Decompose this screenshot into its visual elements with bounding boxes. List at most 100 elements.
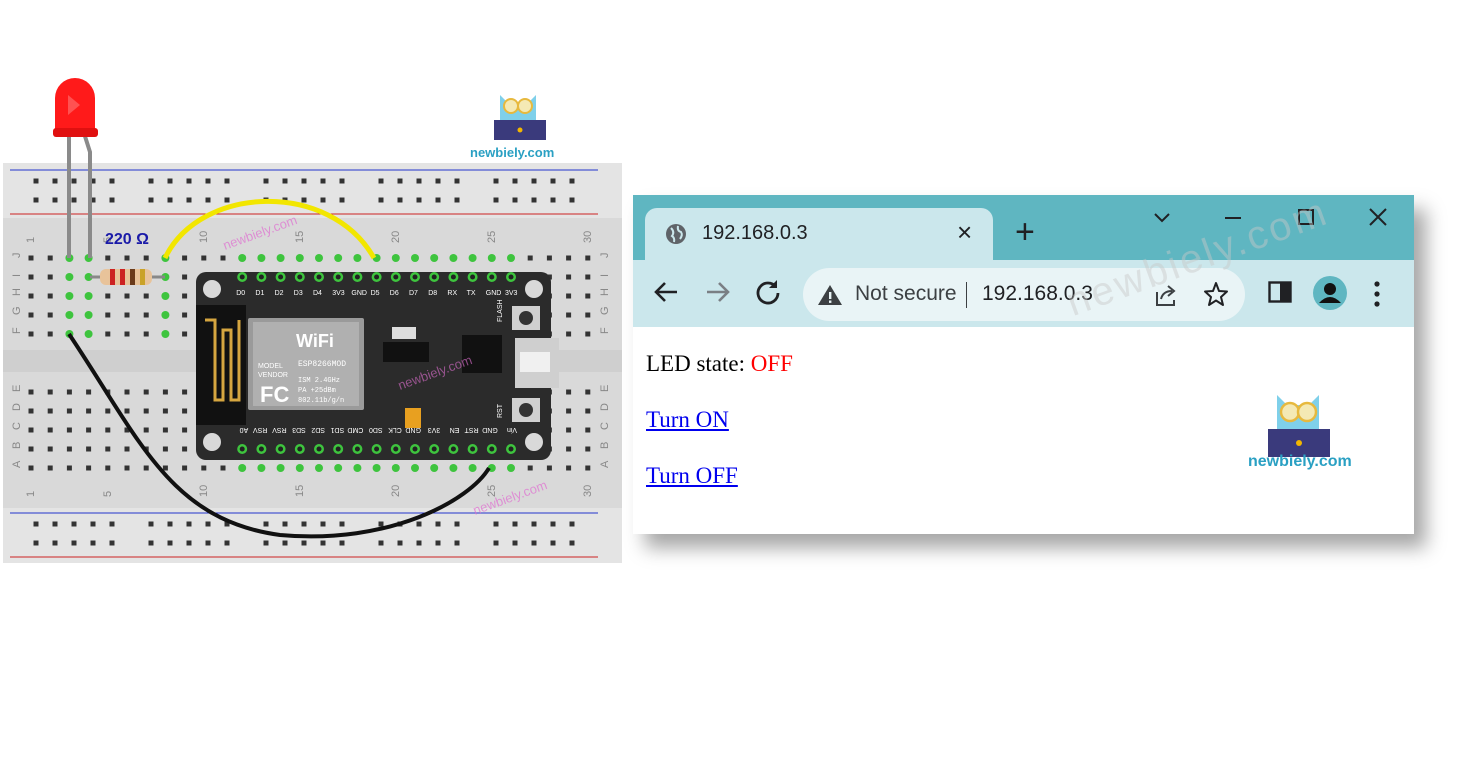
row-letter: G [599,306,611,315]
board-pin-top-center [374,274,380,280]
connected-hole [84,292,93,300]
forward-icon[interactable] [703,277,733,307]
rail-hole [339,178,345,184]
esp8266-board: WiFi ESP8266MOD ISM 2.4GHz PA +25dBm 802… [196,254,559,472]
breadboard-hole [47,427,53,433]
minimize-icon[interactable] [1223,203,1243,239]
breadboard-hole [143,389,149,395]
board-pin-top-center [393,274,399,280]
connected-hole [295,254,304,262]
row-letter: C [599,422,611,430]
board-pin-bottom-center [316,446,322,452]
column-number: 1 [25,237,37,243]
menu-icon[interactable] [1373,280,1381,308]
rail-hole [378,540,384,546]
column-number: 5 [102,237,114,243]
breadboard-hole [28,427,34,433]
rail-hole [569,197,575,203]
security-label[interactable]: Not secure [855,282,957,305]
rail-hole [205,197,211,203]
breadboard-hole [28,389,34,395]
breadboard-hole [28,446,34,452]
connected-hole [391,464,400,472]
breadboard-hole [124,255,130,261]
board-pin-bottom-center [335,446,341,452]
board-pin-bottom-center [258,446,264,452]
close-window-icon[interactable] [1368,203,1388,239]
rail-hole [550,540,556,546]
rail-hole [416,178,422,184]
rail-hole [148,197,154,203]
connected-hole [449,254,458,262]
rail-hole [320,178,326,184]
connected-hole [84,311,93,319]
breadboard-hole [124,465,130,471]
rail-hole [167,521,173,527]
board-pin-top-center [470,274,476,280]
rail-hole [512,197,518,203]
tab-search-icon[interactable] [1153,203,1171,239]
breadboard-hole [143,331,149,337]
row-letter: J [599,253,611,259]
address-bar[interactable]: Not secure 192.168.0.3 [803,268,1245,321]
connected-hole [257,464,266,472]
pin-label: GND [405,426,421,433]
rail-hole [263,178,269,184]
share-icon[interactable] [1153,282,1179,308]
led-state-value: OFF [750,351,793,376]
board-pin-top-center [508,274,514,280]
breadboard-hole [182,427,188,433]
rail-hole [33,178,39,184]
rail-hole [71,178,77,184]
breadboard-hole [546,465,552,471]
back-icon[interactable] [651,277,681,307]
rail-hole [435,197,441,203]
rail-hole [71,521,77,527]
browser-window: 192.168.0.3 × + [633,195,1414,534]
rail-hole [569,178,575,184]
board-pin-bottom-center [412,446,418,452]
new-tab-button[interactable]: + [1015,213,1035,251]
connected-hole [411,464,419,472]
breadboard-hole [66,446,72,452]
side-panel-icon[interactable] [1268,281,1292,303]
warning-icon[interactable] [817,283,843,307]
rail-hole [52,521,58,527]
svg-text:FLASH: FLASH [497,299,504,322]
row-letter: B [599,442,611,449]
column-number: 25 [486,485,498,497]
star-icon[interactable] [1203,281,1229,307]
tab-active[interactable]: 192.168.0.3 × [645,208,993,260]
row-letter: D [11,403,23,411]
board-pin-top-center [354,274,360,280]
breadboard-hole [585,408,591,414]
breadboard-hole [86,427,92,433]
rail-hole [569,521,575,527]
rail-hole [435,521,441,527]
rail-hole [454,178,460,184]
pin-label: D1 [255,290,264,297]
connected-hole [161,330,170,338]
board-pin-top-center [412,274,418,280]
board-pin-bottom-center [489,446,495,452]
rail-hole [109,521,115,527]
board-pin-bottom-center [508,446,514,452]
board-pin-top-center [489,274,495,280]
turn-on-link[interactable]: Turn ON [646,407,729,432]
board-pin-top-center [431,274,437,280]
logo-text: newbiely.com [1248,453,1352,470]
rail-hole [301,521,307,527]
maximize-icon[interactable] [1296,203,1316,239]
breadboard-hole [86,446,92,452]
profile-icon[interactable] [1313,276,1347,310]
row-letter: G [11,306,23,315]
connected-hole [84,273,93,281]
url-text[interactable]: 192.168.0.3 [982,282,1093,305]
turn-off-link[interactable]: Turn OFF [646,463,738,488]
pin-label: GND [351,290,367,297]
reload-icon[interactable] [753,277,783,307]
rail-hole [569,540,575,546]
connected-hole [449,464,458,472]
tab-close-icon[interactable]: × [957,217,973,247]
